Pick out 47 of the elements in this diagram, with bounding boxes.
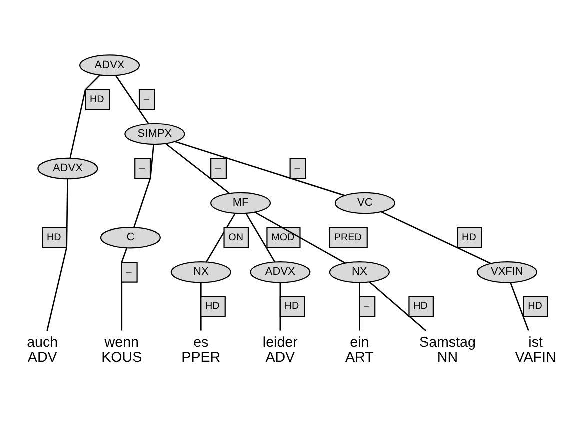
edge-label: HD <box>414 300 428 312</box>
edge-label: HD <box>462 232 476 243</box>
node-text: es PPER <box>182 334 221 366</box>
edge-label: HD <box>90 94 104 105</box>
node-text: Samstag NN <box>420 334 476 366</box>
connector <box>165 142 230 194</box>
connector <box>174 140 346 196</box>
edge-label: HD <box>528 300 542 312</box>
edge-label: PRED <box>334 232 362 243</box>
connector <box>369 281 426 331</box>
edge-label: – <box>144 94 150 105</box>
edge-label: – <box>126 266 132 278</box>
edge-label: – <box>294 162 300 174</box>
node-ellipse: SIMPX <box>124 122 186 145</box>
node-ellipse: VXFIN <box>476 261 538 283</box>
node-text: leider ADV <box>262 334 298 366</box>
connector <box>246 212 276 262</box>
edge-label: HD <box>206 300 220 312</box>
node-ellipse: VC <box>334 192 396 214</box>
node-ellipse: MF <box>210 192 272 214</box>
node-text: ein ART <box>346 334 374 366</box>
edge-label: ON <box>228 232 244 243</box>
connector <box>359 282 360 330</box>
node-ellipse: ADVX <box>250 261 311 283</box>
connector <box>115 74 150 124</box>
edge-label: – <box>364 300 370 312</box>
connector <box>121 247 128 330</box>
connector <box>70 74 101 158</box>
node-ellipse: C <box>100 226 161 248</box>
edge-label: HD <box>284 300 300 312</box>
connector <box>46 178 68 331</box>
node-ellipse: NX <box>329 261 390 283</box>
node-ellipse: NX <box>170 261 232 283</box>
connector <box>206 212 236 262</box>
node-text: wenn KOUS <box>102 334 142 366</box>
edge-label: MOD <box>272 232 295 243</box>
node-text: auch ADV <box>27 334 58 366</box>
edge-label: – <box>140 162 146 174</box>
connector <box>381 210 492 264</box>
connector <box>200 282 202 330</box>
node-ellipse: ADVX <box>80 54 140 76</box>
node-text: ist VAFIN <box>515 334 556 366</box>
edge-label: – <box>215 162 221 174</box>
connector <box>280 282 282 330</box>
node-ellipse: ADVX <box>38 157 98 180</box>
connector <box>510 282 530 330</box>
edge-label: HD <box>47 232 62 243</box>
